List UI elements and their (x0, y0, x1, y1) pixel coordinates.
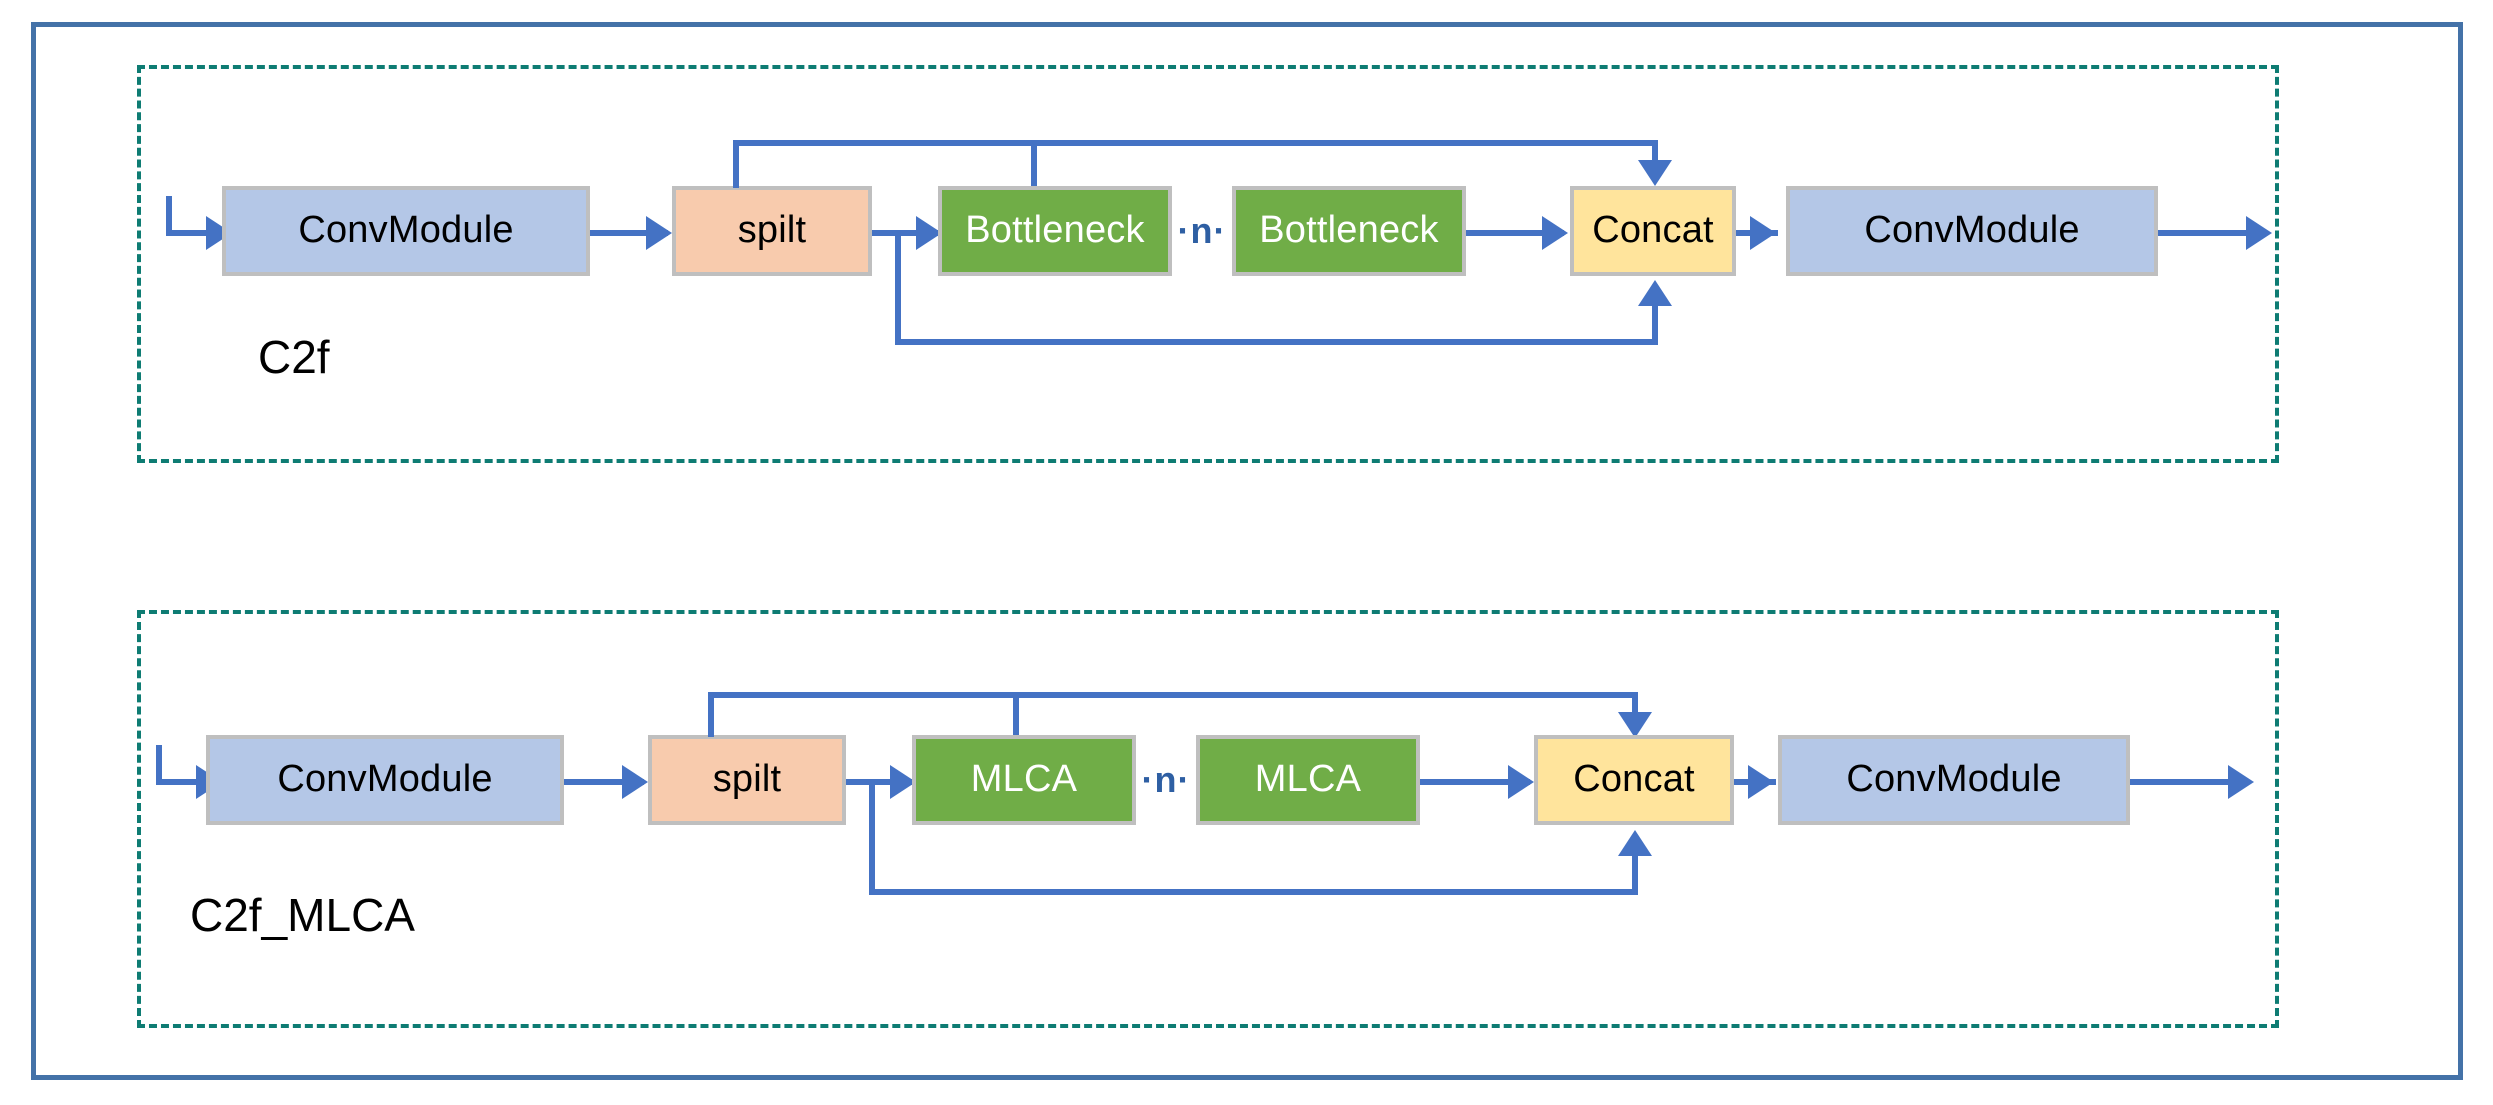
edge-conv-to-split-arrow-mlca (622, 765, 648, 799)
edge-output-mlca (2130, 779, 2248, 785)
edge-split-to-block1-arrow-c2f (916, 216, 942, 250)
skip-bottom-rail-c2f (895, 339, 1658, 345)
block1-top-tap-mlca (1013, 692, 1019, 737)
skip-bottom-arrow-c2f (1638, 280, 1672, 306)
node-convmodule-input-mlca[interactable]: ConvModule (206, 735, 564, 825)
edge-block2-to-concat-arrow-mlca (1508, 765, 1534, 799)
input-elbow-vertical-c2f (166, 196, 172, 236)
edge-block2-to-concat-arrow-c2f (1542, 216, 1568, 250)
node-bottleneck-first-c2f[interactable]: Bottleneck (938, 186, 1172, 276)
edge-block2-to-concat-c2f (1466, 230, 1564, 236)
skip-bottom-dropper-c2f (895, 230, 901, 345)
node-concat-c2f[interactable]: Concat (1570, 186, 1736, 276)
edge-conv-to-split-c2f (590, 230, 668, 236)
skip-top-rail-c2f (733, 140, 1658, 146)
skip-top-dropper-c2f (1652, 140, 1658, 176)
skip-top-arrow-c2f (1638, 160, 1672, 186)
node-concat-mlca[interactable]: Concat (1534, 735, 1734, 825)
skip-top-dropper-mlca (1632, 692, 1638, 728)
edge-conv-to-split-mlca (564, 779, 644, 785)
input-elbow-horizontal-c2f (166, 230, 214, 236)
skip-top-arrow-mlca (1618, 712, 1652, 738)
edge-split-to-block1-arrow-mlca (890, 765, 916, 799)
skip-bottom-riser-mlca (1632, 850, 1638, 895)
skip-bottom-rail-mlca (869, 889, 1638, 895)
edge-concat-to-conv-arrow-mlca (1748, 765, 1774, 799)
node-split-c2f[interactable]: spilt (672, 186, 872, 276)
output-arrow-c2f (2246, 216, 2272, 250)
skip-top-rail-mlca (708, 692, 1638, 698)
skip-bottom-riser-c2f (1652, 300, 1658, 345)
outer-frame (31, 22, 2463, 1080)
skip-bottom-dropper-mlca (869, 779, 875, 895)
caption-c2f: C2f (258, 331, 330, 383)
node-convmodule-input-c2f[interactable]: ConvModule (222, 186, 590, 276)
node-mlca-first[interactable]: MLCA (912, 735, 1136, 825)
skip-top-riser-c2f (733, 140, 739, 188)
edge-block2-to-concat-mlca (1420, 779, 1530, 785)
input-elbow-horizontal-mlca (156, 779, 204, 785)
skip-top-riser-mlca (708, 692, 714, 737)
edge-output-c2f (2158, 230, 2266, 236)
node-mlca-second[interactable]: MLCA (1196, 735, 1420, 825)
caption-c2f-mlca: C2f_MLCA (190, 889, 415, 941)
skip-bottom-arrow-mlca (1618, 830, 1652, 856)
repeat-marker-mlca: ·n· (1141, 759, 1191, 800)
group-c2f (137, 65, 2279, 463)
repeat-marker-c2f: ·n· (1177, 210, 1227, 251)
node-convmodule-output-c2f[interactable]: ConvModule (1786, 186, 2158, 276)
node-bottleneck-second-c2f[interactable]: Bottleneck (1232, 186, 1466, 276)
node-split-mlca[interactable]: spilt (648, 735, 846, 825)
input-elbow-vertical-mlca (156, 745, 162, 785)
node-convmodule-output-mlca[interactable]: ConvModule (1778, 735, 2130, 825)
edge-conv-to-split-arrow-c2f (646, 216, 672, 250)
edge-concat-to-conv-arrow-c2f (1750, 216, 1776, 250)
edge-split-to-block1-mlca (846, 779, 912, 785)
output-arrow-mlca (2228, 765, 2254, 799)
edge-split-to-block1-c2f (872, 230, 938, 236)
block1-top-tap-c2f (1031, 140, 1037, 188)
group-c2f-mlca (137, 610, 2279, 1028)
